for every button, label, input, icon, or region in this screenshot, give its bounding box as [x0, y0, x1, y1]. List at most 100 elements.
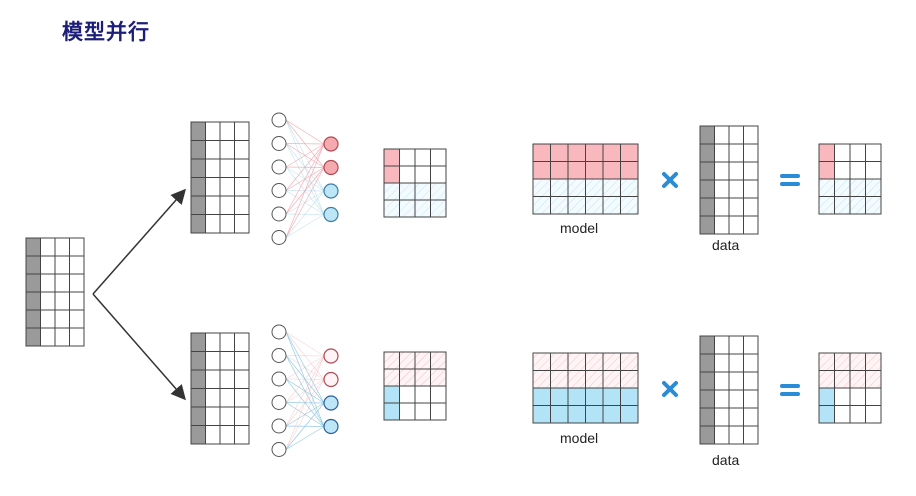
top-model-cell	[567, 178, 586, 197]
top-times-operator	[662, 172, 678, 188]
top-data-eq-cell	[699, 197, 715, 217]
output-neuron	[323, 371, 339, 388]
top-result-cell	[818, 143, 835, 162]
top-model-cell	[585, 178, 604, 197]
top-output-cell	[383, 165, 400, 184]
top-model-cell	[620, 143, 639, 162]
input-matrix-cell	[69, 273, 85, 293]
network-edge	[285, 355, 325, 450]
input-neuron	[271, 230, 287, 245]
bottom-data-eq-cell	[743, 335, 759, 355]
top-data-eq-cell	[743, 179, 759, 199]
top-output-cell	[414, 199, 431, 218]
top-result-cell	[834, 178, 851, 197]
bottom-data-eq-cell	[728, 371, 744, 391]
top-output-cell	[383, 182, 400, 201]
bottom-output-cell	[399, 368, 416, 387]
bottom-times-operator	[662, 381, 678, 397]
input-matrix-cell	[54, 327, 70, 347]
bottom-data-matrix-cell	[205, 388, 221, 408]
top-model-cell	[567, 143, 586, 162]
top-model-cell	[620, 161, 639, 180]
bottom-data-matrix-cell	[190, 369, 206, 389]
top-data-eq-cell	[714, 179, 730, 199]
bottom-output-cell	[414, 368, 431, 387]
bottom-model-cell	[585, 352, 604, 371]
bottom-neural-network	[271, 324, 339, 457]
output-neuron	[323, 348, 339, 364]
bottom-data-eq-cell	[728, 353, 744, 373]
bottom-data-matrix-cell	[205, 369, 221, 389]
top-data-eq-cell	[699, 161, 715, 181]
top-result-cell	[834, 161, 851, 180]
top-data-eq-cell	[714, 161, 730, 181]
top-data-matrix-cell	[234, 177, 250, 197]
network-edge	[285, 378, 325, 380]
bottom-equals-operator	[780, 384, 800, 396]
top-equals-operator	[780, 174, 800, 186]
input-matrix-cell	[69, 327, 85, 347]
input-neuron	[271, 183, 287, 198]
bottom-result-cell	[849, 352, 866, 371]
input-neuron	[271, 371, 287, 387]
top-data-matrix	[190, 121, 250, 234]
bottom-output-matrix	[383, 351, 447, 421]
bottom-data-matrix-cell	[219, 332, 235, 352]
bottom-model-cell	[532, 370, 551, 389]
equals-bar	[780, 384, 800, 388]
bottom-data-matrix-cell	[234, 369, 250, 389]
input-neuron	[271, 442, 287, 457]
bottom-output-cell	[399, 402, 416, 421]
top-data-matrix-cell	[190, 158, 206, 178]
bottom-output-cell	[430, 402, 447, 421]
bottom-result-cell	[834, 387, 851, 406]
top-data-eq-cell	[699, 215, 715, 235]
network-edge	[285, 143, 325, 191]
input-neuron	[271, 206, 287, 222]
top-data-matrix-cell	[219, 140, 235, 160]
input-matrix-cell	[54, 237, 70, 257]
input-matrix-cell	[54, 291, 70, 311]
top-data-eq-cell	[699, 179, 715, 199]
input-matrix-cell	[40, 273, 56, 293]
bottom-data-matrix-cell	[190, 406, 206, 426]
bottom-result-cell	[834, 370, 851, 389]
bottom-model-cell	[550, 370, 569, 389]
bottom-data-matrix-cell	[234, 388, 250, 408]
bottom-model-cell	[550, 387, 569, 406]
top-data-eq-cell	[699, 143, 715, 163]
top-data-eq-cell	[699, 125, 715, 145]
top-model-cell	[550, 143, 569, 162]
bottom-result-cell	[818, 352, 835, 371]
top-data-eq-cell	[728, 143, 744, 163]
input-neuron	[271, 395, 287, 410]
bottom-output-cell	[383, 385, 400, 404]
bottom-data-matrix-cell	[205, 332, 221, 352]
top-data-eq-cell	[728, 125, 744, 145]
bottom-result-cell	[834, 352, 851, 371]
bottom-data-label: data	[712, 452, 739, 468]
top-result-cell	[865, 161, 882, 180]
bottom-model-cell	[602, 387, 621, 406]
bottom-data-matrix-cell	[205, 406, 221, 426]
bottom-result-cell	[818, 387, 835, 406]
output-neuron	[323, 395, 339, 411]
top-result-cell	[849, 178, 866, 197]
bottom-model-cell	[585, 370, 604, 389]
input-neuron	[271, 324, 287, 340]
network-edge	[285, 143, 325, 238]
top-data-eq-cell	[714, 215, 730, 235]
top-data-matrix-cell	[234, 158, 250, 178]
top-model-cell	[532, 161, 551, 180]
input-matrix-cell	[40, 309, 56, 329]
equals-bar	[780, 392, 800, 396]
bottom-data-matrix-cell	[205, 425, 221, 445]
bottom-data-matrix-cell	[234, 406, 250, 426]
input-data-matrix	[25, 237, 85, 347]
top-output-cell	[399, 148, 416, 167]
top-data-eq-cell	[743, 125, 759, 145]
bottom-data-eq-cell	[714, 389, 730, 409]
output-neuron	[323, 159, 339, 176]
bottom-data-matrix-cell	[219, 351, 235, 371]
